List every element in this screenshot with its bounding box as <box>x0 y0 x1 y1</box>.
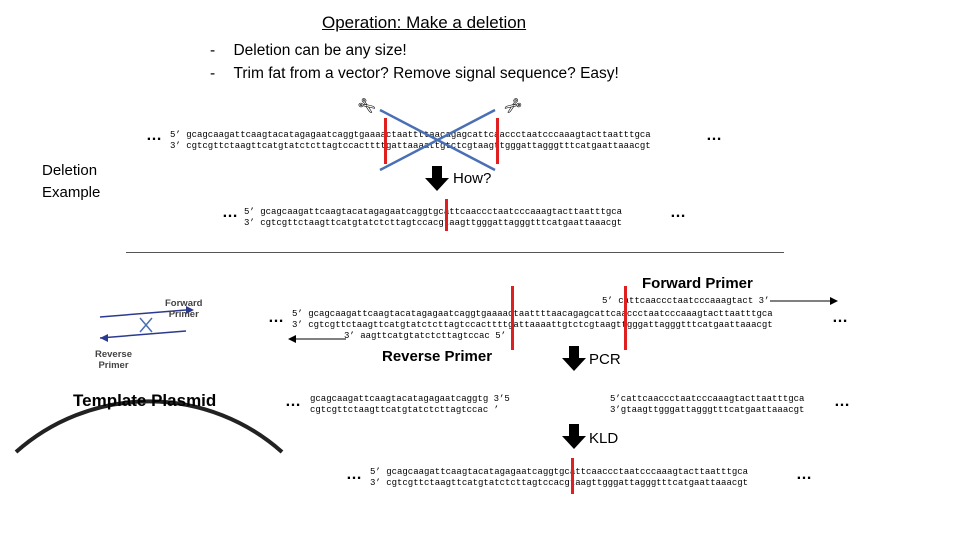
seq-strand-top: 5’ gcagcaagattcaagtacatagagaatcaggtgcatt… <box>244 207 623 217</box>
bullet-text: Deletion can be any size! <box>233 42 407 59</box>
seq-strand-top: 5’ gcagcaagattcaagtacatagagaatcaggtgaaaa… <box>170 130 651 140</box>
plasmid-reverse-label: Reverse Primer <box>95 349 132 371</box>
bullet-text: Trim fat from a vector? Remove signal se… <box>233 65 619 82</box>
ellipsis-left: … <box>285 393 301 410</box>
forward-label-line2: Primer <box>168 309 199 320</box>
section-divider <box>126 252 784 253</box>
deletion-cross-icon <box>379 108 496 172</box>
down-arrow-icon <box>562 346 586 371</box>
deletion-example-label: Deletion Example <box>42 160 100 204</box>
kld-label: KLD <box>589 430 619 447</box>
original-sequence: 5’ gcagcaagattcaagtacatagagaatcaggtgaaaa… <box>170 130 651 152</box>
result-sequence: 5’ gcagcaagattcaagtacatagagaatcaggtgcatt… <box>244 207 622 229</box>
ellipsis-left: … <box>268 309 284 326</box>
down-arrow-icon <box>425 166 449 191</box>
forward-primer-arrow <box>770 297 838 305</box>
pcr-product-right: 5’cattcaaccctaatcccaaagtacttaatttgca 3’g… <box>610 394 804 416</box>
final-sequence: 5’ gcagcaagattcaagtacatagagaatcaggtgcatt… <box>370 467 748 489</box>
pcr-label: PCR <box>589 351 621 368</box>
forward-label-line1: Forward <box>165 298 203 309</box>
bullet-dash: - <box>210 65 216 82</box>
junction-marker <box>445 199 448 231</box>
example-label-line2: Example <box>42 184 101 201</box>
ellipsis-right: … <box>670 204 686 221</box>
cut-marker <box>511 286 514 350</box>
forward-primer-sequence: 5’ cattcaaccctaatcccaaagtact 3’ <box>602 296 770 306</box>
seq-strand-top: 5’ gcagcaagattcaagtacatagagaatcaggtgcatt… <box>370 467 749 477</box>
seq-strand-bottom: 3’ cgtcgttctaagttcatgtatctcttagtccactttt… <box>170 141 651 151</box>
template-sequence: 5’ gcagcaagattcaagtacatagagaatcaggtgaaaa… <box>292 309 773 331</box>
example-label-line1: Deletion <box>42 162 98 179</box>
seq-strand-bottom: cgtcgttctaagttcatgtatctcttagtccac ’ <box>310 405 500 415</box>
reverse-primer-label: Reverse Primer <box>382 348 493 365</box>
template-plasmid-diagram <box>14 306 284 454</box>
reverse-primer-sequence: 3’ aagttcatgtatctcttagtccac 5’ <box>344 331 507 341</box>
ellipsis-right: … <box>832 309 848 326</box>
seq-strand-top: 5’ gcagcaagattcaagtacatagagaatcaggtgaaaa… <box>292 309 773 319</box>
ellipsis-left: … <box>346 466 362 483</box>
reverse-primer-arrow <box>288 335 346 343</box>
bullet-1: - Deletion can be any size! <box>210 42 407 60</box>
reverse-label-line1: Reverse <box>95 349 132 360</box>
seq-strand-top: 5’cattcaaccctaatcccaaagtacttaatttgca <box>610 394 805 404</box>
bullet-2: - Trim fat from a vector? Remove signal … <box>210 65 619 83</box>
bullet-dash: - <box>210 42 216 59</box>
cut-marker <box>384 118 387 164</box>
ellipsis-right: … <box>796 466 812 483</box>
reverse-label-line2: Primer <box>98 360 129 371</box>
seq-strand-top: gcagcaagattcaagtacatagagaatcaggtg 3’5 <box>310 394 510 404</box>
cut-marker <box>496 118 499 164</box>
page-title: Operation: Make a deletion <box>322 13 527 32</box>
forward-primer-label: Forward Primer <box>642 275 753 292</box>
seq-strand-bottom: 3’ cgtcgttctaagttcatgtatctcttagtccactttt… <box>292 320 773 330</box>
seq-strand-bottom: 3’ cgtcgttctaagttcatgtatctcttagtccacgtaa… <box>244 218 623 228</box>
ellipsis-right: … <box>706 127 722 144</box>
pcr-product-left: gcagcaagattcaagtacatagagaatcaggtg 3’5 cg… <box>310 394 510 416</box>
how-label: How? <box>453 170 492 187</box>
junction-marker <box>571 458 574 494</box>
plasmid-forward-label: Forward Primer <box>165 298 202 320</box>
ellipsis-right: … <box>834 393 850 410</box>
ellipsis-left: … <box>146 127 162 144</box>
cut-marker <box>624 286 627 350</box>
down-arrow-icon <box>562 424 586 449</box>
seq-strand-bottom: 3’ cgtcgttctaagttcatgtatctcttagtccacgtaa… <box>370 478 749 488</box>
seq-strand-bottom: 3’gtaagttgggattagggtttcatgaattaaacgt <box>610 405 805 415</box>
plasmid-title: Template Plasmid <box>73 391 217 410</box>
ellipsis-left: … <box>222 204 238 221</box>
